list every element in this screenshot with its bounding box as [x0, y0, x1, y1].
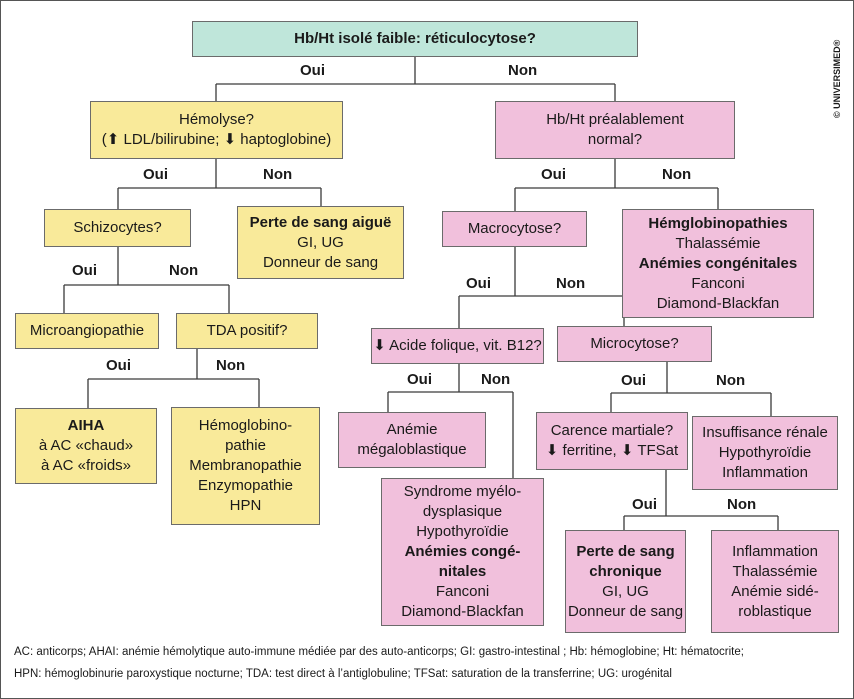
node-line: normal? [587, 131, 643, 148]
edge-label-yes: Oui [541, 166, 566, 183]
node-hemolyse: Hémolyse? (⬆ LDL/bilirubine; ⬇ haptoglobi… [90, 101, 343, 159]
edge-label-yes: Oui [466, 275, 491, 292]
edge-label-yes: Oui [621, 372, 646, 389]
node-line: GI, UG [602, 582, 649, 600]
footnote-line-2: HPN: hémoglobinurie paroxystique nocturn… [14, 668, 672, 680]
edge-label-yes: Oui [407, 371, 432, 388]
edge-label-no: Non [169, 262, 199, 279]
node-line: Anémies congé- [404, 543, 521, 560]
node-line: mégaloblastique [357, 441, 467, 458]
node-line: Anémie [386, 421, 438, 438]
node-line: roblastique [738, 602, 812, 620]
node-line: Schizocytes? [73, 219, 162, 236]
node-line: Anémie sidé- [731, 582, 819, 600]
node-line: Donneur de sang [262, 253, 379, 271]
node-line: (⬆ LDL/bilirubine; ⬇ haptoglobine) [101, 131, 332, 148]
node-line: Inflammation [722, 464, 808, 481]
edge-label-no: Non [556, 275, 586, 292]
edge-label-yes: Oui [632, 496, 657, 513]
edge-label-no: Non [216, 357, 246, 374]
node-line: Carence martiale? [550, 422, 674, 439]
node-line: Perte de sang [576, 542, 675, 560]
node-line: chronique [589, 562, 662, 580]
node-line: ⬇ Acide folique, vit. B12? [373, 337, 542, 354]
node-aiha: AIHA à AC «chaud» à AC «froids» [15, 408, 157, 484]
edge-label-no: Non [727, 496, 757, 513]
node-line: HPN [229, 497, 262, 514]
node-acide-folique: ⬇ Acide folique, vit. B12? [371, 328, 544, 364]
footnote-line-1: AC: anticorps; AHAI: anémie hémolytique … [14, 646, 744, 658]
node-line: TDA positif? [206, 322, 288, 339]
node-line: à AC «chaud» [38, 437, 134, 454]
node-prealable: Hb/Ht préalablement normal? [495, 101, 735, 159]
node-line: Microangiopathie [29, 322, 145, 339]
node-line: Hb/Ht isolé faible: réticulocytose? [294, 30, 536, 47]
node-line: Hémglobinopathies [648, 214, 788, 232]
edge-label-yes: Oui [106, 357, 131, 374]
node-line: Hypothyroïdie [416, 523, 509, 540]
edge-label-no: Non [263, 166, 293, 183]
node-line: Syndrome myélo- [403, 483, 522, 500]
node-line: Hb/Ht préalablement [546, 111, 684, 128]
node-microcytose: Microcytose? [557, 326, 712, 362]
node-line: Anémies congénitales [638, 254, 798, 272]
node-line: ⬇ ferritine, ⬇ TFSat [545, 442, 679, 459]
node-line: Enzymopathie [197, 477, 294, 494]
node-line: Hémoglobino- [198, 417, 293, 434]
edge-label-no: Non [716, 372, 746, 389]
node-schizocytes: Schizocytes? [44, 209, 191, 247]
node-line: Fanconi [691, 274, 745, 292]
node-line: Microcytose? [590, 335, 679, 352]
node-line: AIHA [67, 417, 105, 434]
edge-label-no: Non [662, 166, 692, 183]
node-line: nitales [438, 563, 487, 580]
node-line: Hémolyse? [178, 111, 255, 128]
node-tda: TDA positif? [176, 313, 318, 349]
edge-label-no: Non [481, 371, 511, 388]
node-line: Diamond-Blackfan [656, 294, 780, 312]
node-macrocytose: Macrocytose? [442, 211, 587, 247]
node-line: à AC «froids» [40, 457, 132, 474]
node-line: Inflammation [732, 542, 818, 560]
node-line: Hypothyroïdie [718, 444, 812, 461]
node-microangiopathie: Microangiopathie [15, 313, 159, 349]
node-line: pathie [225, 437, 266, 454]
node-carence: Carence martiale? ⬇ ferritine, ⬇ TFSat [536, 412, 688, 470]
node-line: Insuffisance rénale [702, 424, 828, 441]
node-line: Macrocytose? [467, 220, 562, 237]
node-line: Fanconi [435, 583, 490, 600]
node-line: Diamond-Blackfan [401, 603, 524, 620]
node-anemie-megalo: Anémie mégaloblastique [338, 412, 486, 468]
node-line: Thalassémie [732, 562, 818, 580]
node-line: Perte de sang aiguë [249, 213, 392, 231]
node-line: Thalassémie [675, 234, 761, 252]
node-line: dysplasique [422, 503, 503, 520]
copyright-notice: © UNIVERSIMED® [832, 39, 842, 118]
node-line: Membranopathie [189, 457, 302, 474]
edge-label-yes: Oui [72, 262, 97, 279]
node-line: GI, UG [297, 233, 344, 251]
edge-label-no: Non [508, 62, 538, 79]
node-root: Hb/Ht isolé faible: réticulocytose? [192, 21, 638, 57]
node-line: Donneur de sang [567, 602, 684, 620]
edge-label-yes: Oui [300, 62, 325, 79]
edge-label-yes: Oui [143, 166, 168, 183]
